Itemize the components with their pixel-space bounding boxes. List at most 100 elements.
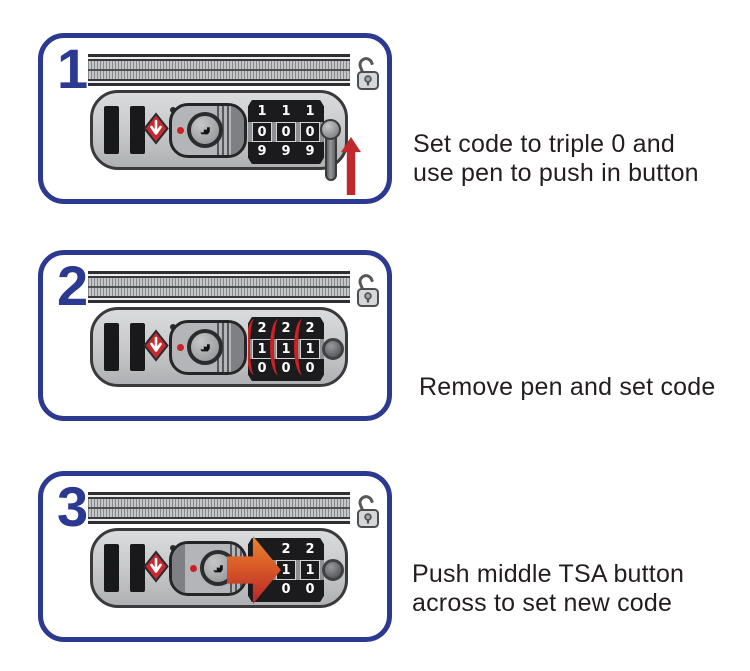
step-number: 1 — [57, 37, 89, 100]
dial-digit: 9 — [300, 142, 320, 162]
dial-block: 2 1 0 2 1 0 2 1 0 — [248, 317, 324, 381]
zipper-teeth — [88, 288, 350, 296]
dial-3[interactable]: 1 0 9 — [300, 102, 320, 162]
dial-1[interactable]: 1 0 9 — [252, 102, 272, 162]
rotate-arrow-icon — [270, 319, 287, 375]
strap-slot — [104, 323, 119, 371]
slider-ridges — [217, 106, 231, 155]
lock-body: 1 0 9 1 0 9 1 0 9 — [90, 90, 361, 195]
rotate-arrow-icon — [294, 319, 311, 375]
strap-slot — [130, 323, 145, 371]
dial-digit: 1 — [300, 560, 320, 580]
step-2-caption: Remove pen and set code — [419, 373, 715, 402]
zipper-teeth — [88, 61, 350, 69]
caption-line: use pen to push in button — [413, 159, 699, 187]
strap-slot — [104, 544, 119, 592]
lock-body: 2 1 0 2 1 0 2 1 0 — [90, 307, 348, 387]
keyhole-unit — [169, 103, 247, 158]
lock-body: 2 1 0 2 1 0 — [90, 528, 348, 608]
zipper-line — [88, 79, 350, 81]
zipper-line — [88, 300, 350, 303]
dial-digit: 2 — [300, 540, 320, 560]
strap-slot — [130, 106, 145, 154]
pen-tip — [320, 119, 341, 140]
slider-ridges — [217, 323, 231, 372]
reset-button[interactable] — [322, 338, 344, 360]
zipper-strip — [88, 54, 350, 86]
tsa-logo-icon — [143, 329, 169, 362]
dial-2[interactable]: 2 1 0 — [276, 540, 296, 600]
zipper-gap — [88, 57, 350, 59]
slider-track — [172, 544, 185, 593]
dial-digit: 9 — [252, 142, 272, 162]
unlocked-padlock-icon — [357, 495, 379, 528]
zipper-line — [88, 276, 350, 278]
zipper-teeth — [88, 499, 350, 507]
dial-digit: 0 — [276, 122, 296, 142]
keyhole-icon — [187, 329, 223, 365]
dial-2[interactable]: 1 0 9 — [276, 102, 296, 162]
strap-slot — [104, 106, 119, 154]
slider-track — [231, 323, 244, 372]
red-indicator-dot — [190, 565, 197, 572]
caption-line: Push middle TSA button — [412, 560, 685, 588]
step-number: 2 — [57, 254, 89, 317]
dial-digit: 0 — [276, 580, 296, 600]
caption-line: Remove pen and set code — [419, 373, 716, 401]
zipper-line — [88, 271, 350, 274]
zipper-teeth — [88, 278, 350, 286]
zipper-center-line — [88, 69, 350, 71]
zipper-gap — [88, 274, 350, 276]
unlocked-padlock-icon — [357, 57, 379, 90]
dial-digit: 1 — [300, 102, 320, 122]
zipper-line — [88, 54, 350, 57]
zipper-gap — [88, 298, 350, 300]
red-indicator-dot — [177, 344, 184, 351]
zipper-center-line — [88, 507, 350, 509]
reset-button[interactable] — [322, 559, 344, 581]
dial-digit: 1 — [276, 102, 296, 122]
dial-digit: 9 — [276, 142, 296, 162]
zipper-teeth — [88, 71, 350, 79]
zipper-strip — [88, 271, 350, 303]
red-indicator-dot — [177, 127, 184, 134]
dial-block: 1 0 9 1 0 9 1 0 9 — [248, 100, 324, 164]
step-1-caption: Set code to triple 0 and use pen to push… — [413, 130, 699, 188]
zipper-gap — [88, 495, 350, 497]
keyhole-icon — [187, 112, 223, 148]
dial-digit: 0 — [252, 122, 272, 142]
zipper-line — [88, 521, 350, 524]
dial-digit: 0 — [300, 580, 320, 600]
keyhole-face — [185, 544, 236, 593]
unlocked-padlock-icon — [357, 274, 379, 307]
keyhole-face — [172, 323, 223, 372]
zipper-line — [88, 517, 350, 519]
step-panel-1: 1 — [38, 33, 392, 204]
dial-digit: 0 — [300, 122, 320, 142]
tsa-logo-icon — [143, 112, 169, 145]
slider-track — [231, 106, 244, 155]
zipper-line — [88, 492, 350, 495]
zipper-gap — [88, 519, 350, 521]
zipper-line — [88, 497, 350, 499]
tsa-logo-icon — [143, 550, 169, 583]
dial-3[interactable]: 2 1 0 — [300, 540, 320, 600]
zipper-teeth — [88, 509, 350, 517]
zipper-line — [88, 83, 350, 86]
zipper-center-line — [88, 286, 350, 288]
step-3-caption: Push middle TSA button across to set new… — [412, 560, 684, 618]
step-panel-3: 3 — [38, 471, 392, 642]
step-panel-2: 2 — [38, 250, 392, 421]
zipper-line — [88, 59, 350, 61]
caption-line: Set code to triple 0 and — [413, 130, 675, 158]
zipper-strip — [88, 492, 350, 524]
dial-digit: 2 — [276, 540, 296, 560]
rotate-arrow-icon — [248, 319, 263, 375]
keyhole-unit — [169, 320, 247, 375]
up-arrow-icon — [341, 137, 361, 195]
strap-slot — [130, 544, 145, 592]
caption-line: across to set new code — [412, 589, 673, 617]
zipper-gap — [88, 81, 350, 83]
step-number: 3 — [57, 475, 89, 538]
